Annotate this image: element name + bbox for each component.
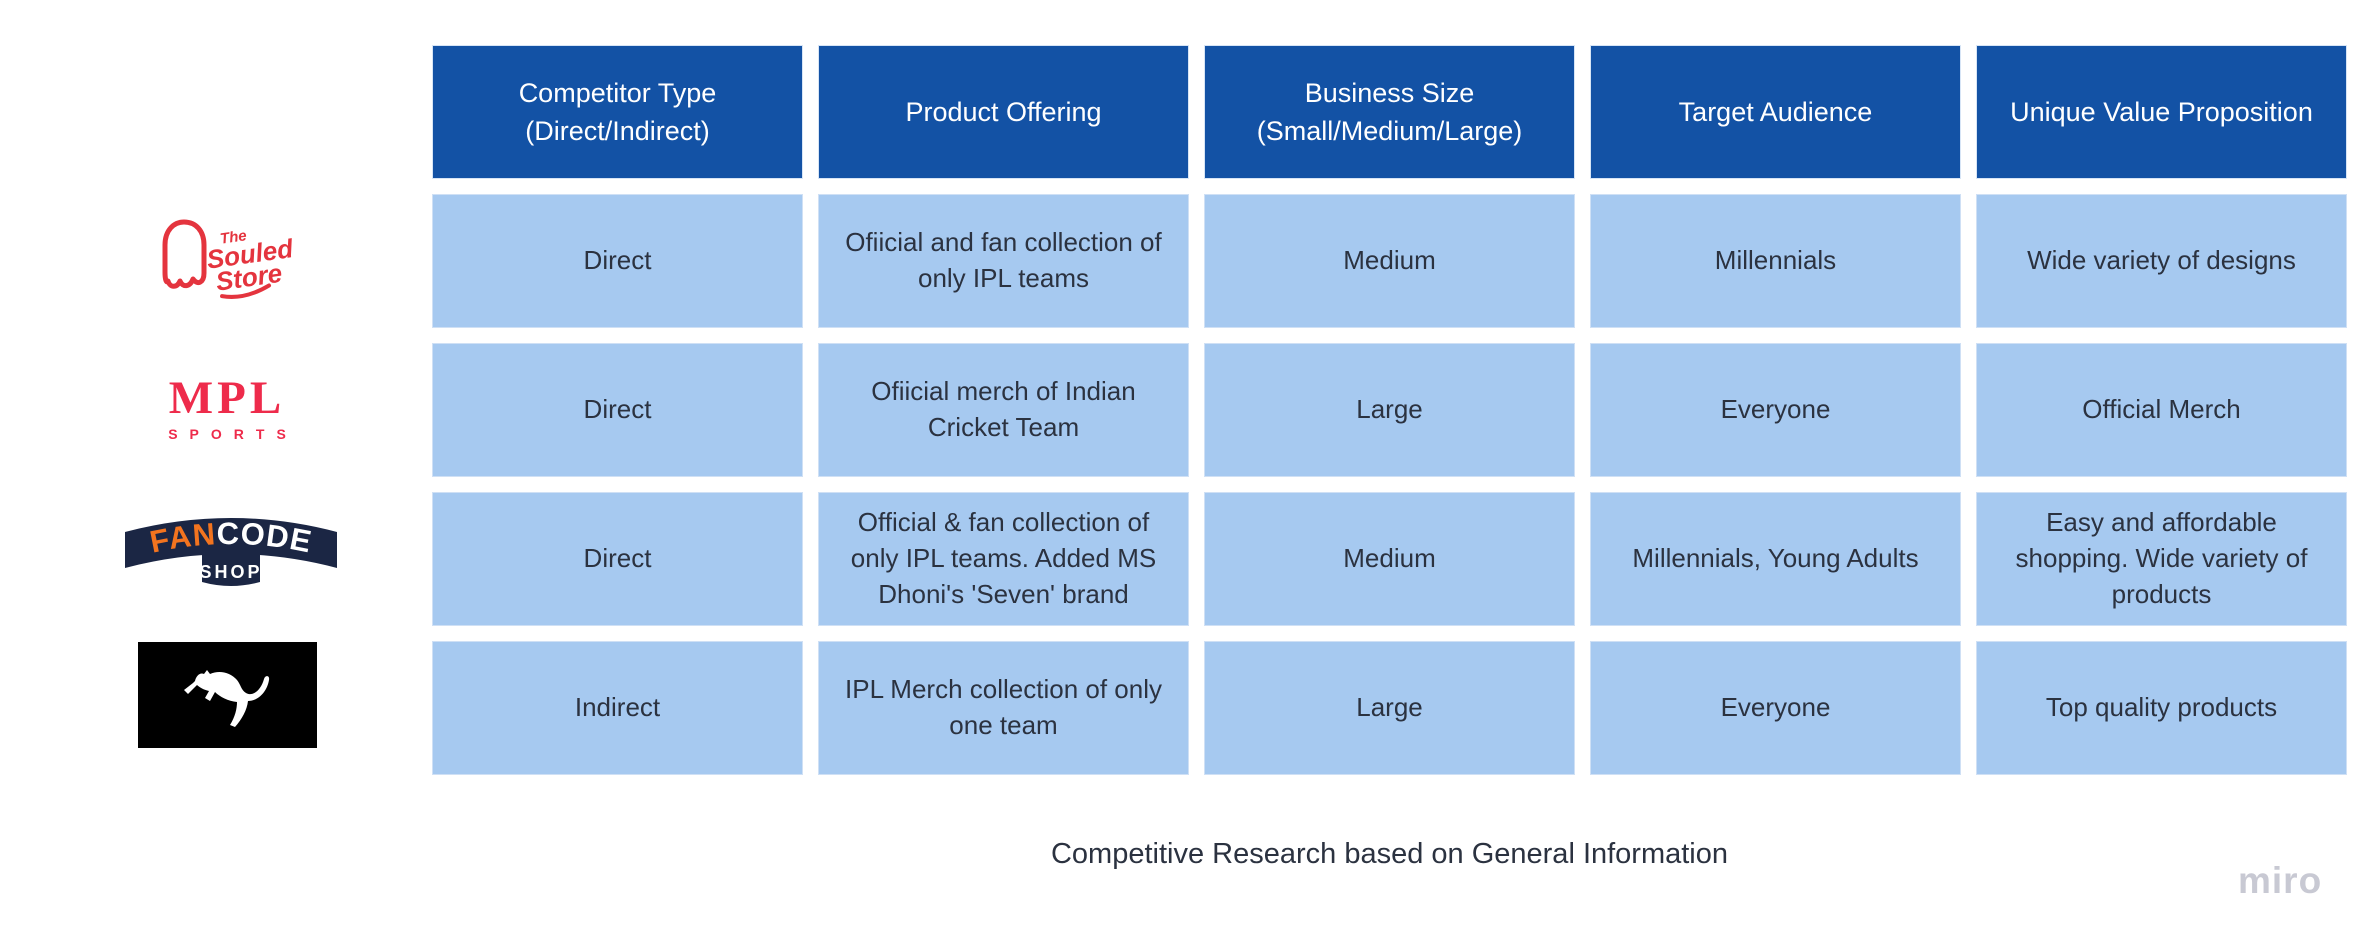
header-unique-value-proposition[interactable]: Unique Value Proposition <box>1976 45 2347 179</box>
the-souled-store-logo[interactable]: The Souled Store <box>161 218 297 305</box>
cell-souled-store-target-audience[interactable]: Millennials <box>1590 194 1961 328</box>
table-caption[interactable]: Competitive Research based on General In… <box>1050 838 1729 870</box>
cell-puma-business-size[interactable]: Large <box>1204 641 1575 775</box>
mpl-sports-logo[interactable]: MPL SPORTS <box>168 372 286 443</box>
cell-souled-store-product-offering[interactable]: Ofiicial and fan collection of only IPL … <box>818 194 1189 328</box>
cell-souled-store-uvp[interactable]: Wide variety of designs <box>1976 194 2347 328</box>
fancode-shop-logo[interactable]: FANCODE SHOP <box>122 506 340 597</box>
cell-puma-product-offering[interactable]: IPL Merch collection of only one team <box>818 641 1189 775</box>
header-competitor-type[interactable]: Competitor Type (Direct/Indirect) <box>432 45 803 179</box>
cell-mpl-uvp[interactable]: Official Merch <box>1976 343 2347 477</box>
cell-fancode-uvp[interactable]: Easy and affordable shopping. Wide varie… <box>1976 492 2347 626</box>
svg-text:The: The <box>219 227 248 248</box>
mpl-wordmark: MPL <box>168 372 286 424</box>
cell-souled-store-business-size[interactable]: Medium <box>1204 194 1575 328</box>
fancode-banner-icon: FANCODE SHOP <box>125 516 337 586</box>
the-souled-store-ghost-icon: The Souled Store <box>162 219 296 299</box>
mpl-sports-label: SPORTS <box>168 426 298 442</box>
svg-text:FANCODE: FANCODE <box>147 516 315 560</box>
cell-puma-target-audience[interactable]: Everyone <box>1590 641 1961 775</box>
header-target-audience[interactable]: Target Audience <box>1590 45 1961 179</box>
header-business-size[interactable]: Business Size (Small/Medium/Large) <box>1204 45 1575 179</box>
cell-fancode-target-audience[interactable]: Millennials, Young Adults <box>1590 492 1961 626</box>
puma-cat-icon <box>183 670 269 727</box>
cell-mpl-target-audience[interactable]: Everyone <box>1590 343 1961 477</box>
cell-fancode-product-offering[interactable]: Official & fan collection of only IPL te… <box>818 492 1189 626</box>
svg-text:SHOP: SHOP <box>199 562 262 582</box>
cell-fancode-business-size[interactable]: Medium <box>1204 492 1575 626</box>
cell-mpl-business-size[interactable]: Large <box>1204 343 1575 477</box>
competitor-table: Competitor Type (Direct/Indirect) Produc… <box>432 45 2347 775</box>
cell-puma-uvp[interactable]: Top quality products <box>1976 641 2347 775</box>
cell-mpl-product-offering[interactable]: Ofiicial merch of Indian Cricket Team <box>818 343 1189 477</box>
cell-souled-store-competitor-type[interactable]: Direct <box>432 194 803 328</box>
cell-puma-competitor-type[interactable]: Indirect <box>432 641 803 775</box>
cell-mpl-competitor-type[interactable]: Direct <box>432 343 803 477</box>
header-product-offering[interactable]: Product Offering <box>818 45 1189 179</box>
miro-watermark: miro <box>2238 860 2323 901</box>
puma-logo[interactable] <box>138 642 317 748</box>
cell-fancode-competitor-type[interactable]: Direct <box>432 492 803 626</box>
